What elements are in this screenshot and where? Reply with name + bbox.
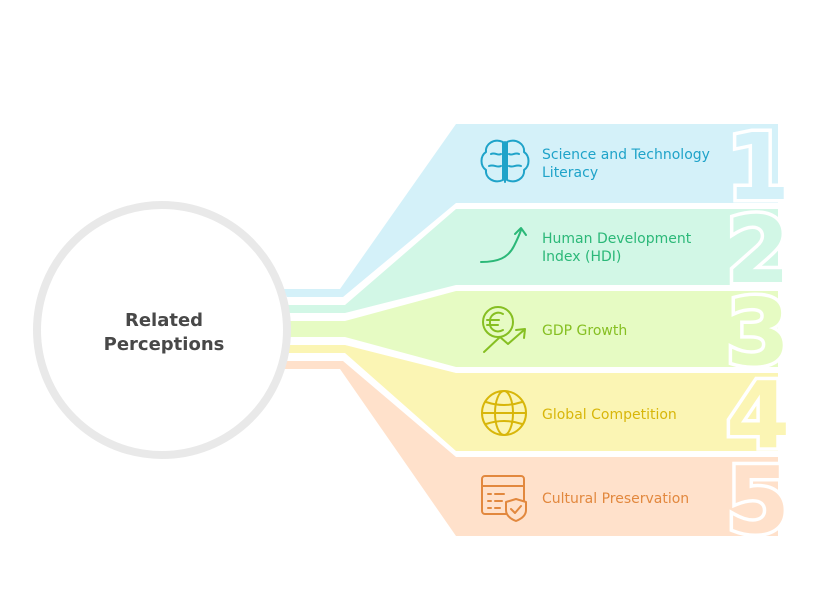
item-panel-2-background (456, 209, 778, 285)
item-label-4: Global Competition (542, 407, 677, 423)
item-panel-3-background (456, 291, 778, 367)
item-label-5: Cultural Preservation (542, 491, 689, 507)
connector-band-4 (287, 345, 456, 451)
hub-circle (33, 201, 291, 459)
item-number-3: 3 (726, 279, 790, 386)
hub-title-line-1: Related (125, 310, 203, 331)
item-panel-3: 3 GDP Growth (456, 276, 794, 390)
item-panel-1-background (456, 124, 778, 203)
item-panel-2: 2 Human Development Index (HDI) (456, 194, 794, 308)
globe-icon (481, 390, 527, 436)
connector-bands (283, 124, 456, 536)
protected-document-icon (481, 475, 527, 522)
item-number-4: 4 (726, 362, 790, 469)
item-panel-5-background (456, 457, 778, 536)
euro-growth-icon (482, 306, 526, 353)
item-label-3: GDP Growth (542, 323, 627, 339)
item-number-1: 1 (726, 114, 790, 221)
trend-arrow-icon (480, 227, 527, 263)
connector-band-5 (283, 361, 456, 536)
item-panel-4: 4 Global Competition (456, 359, 794, 473)
item-panel-1: 1 Science and Technology Literacy (456, 111, 794, 225)
connector-band-1 (283, 124, 456, 297)
hub-title-line-2: Perceptions (104, 334, 225, 355)
brain-icon (480, 139, 530, 183)
connector-band-2 (287, 209, 456, 313)
item-label-1-line-2: Literacy (542, 165, 598, 181)
connector-band-3 (289, 291, 456, 367)
item-panel-5: 5 Cultural Preservation (456, 444, 794, 558)
item-number-2: 2 (726, 197, 790, 304)
item-label-2-line-2: Index (HDI) (542, 249, 621, 265)
item-label-2-line-1: Human Development (542, 231, 692, 247)
item-label-1-line-1: Science and Technology (542, 147, 710, 163)
item-number-5: 5 (726, 447, 790, 554)
